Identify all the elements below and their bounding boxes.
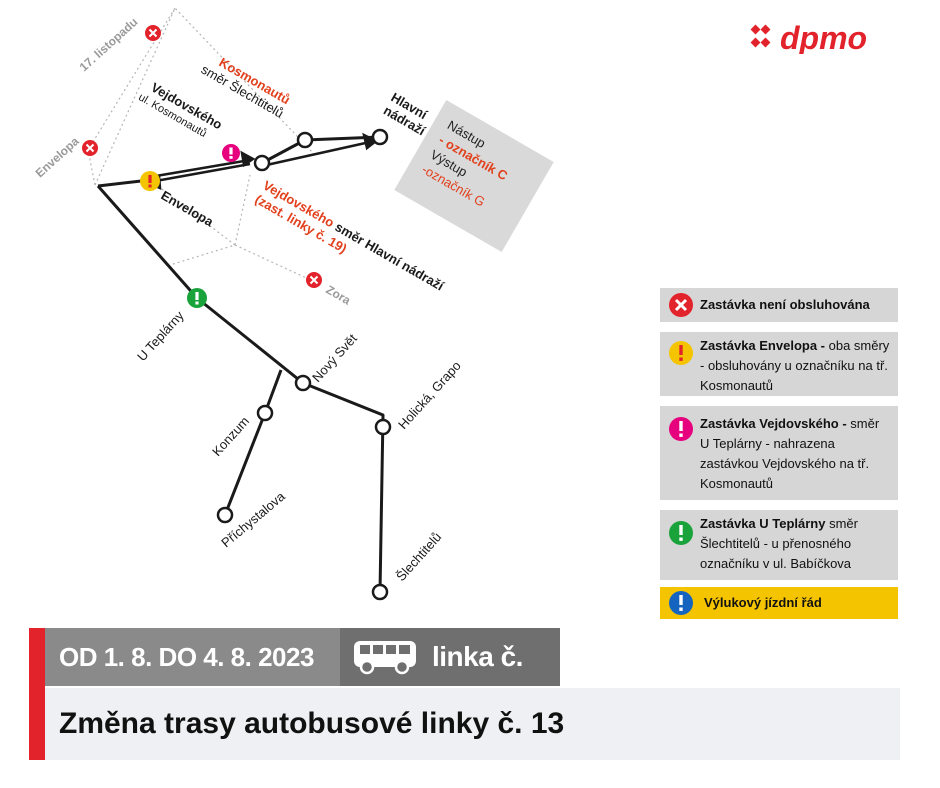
legend-cancelled-text: Zastávka není obsluhována bbox=[700, 297, 870, 312]
exclamation-yellow-icon bbox=[669, 341, 693, 365]
stop-circles bbox=[216, 128, 392, 601]
route-map: Nástup - označník C Výstup -označník G H… bbox=[33, 6, 554, 601]
stop-prichystalova bbox=[216, 506, 234, 524]
legend-envelopa: Zastávka Envelopa - oba směry - obsluhov… bbox=[660, 332, 898, 396]
stop-konzum bbox=[256, 404, 274, 422]
svg-text:Nový Svět: Nový Svět bbox=[309, 331, 360, 385]
svg-text:Šlechtitelů: Šlechtitelů bbox=[393, 529, 444, 584]
stop-novy-svet bbox=[294, 374, 312, 392]
svg-text:Konzum: Konzum bbox=[209, 414, 252, 459]
cancel-icons bbox=[82, 25, 322, 288]
exclamation-magenta-icon bbox=[222, 144, 240, 162]
cancel-icon bbox=[82, 140, 98, 156]
stop-vejdovskeho bbox=[253, 154, 271, 172]
label-zora: Zora bbox=[324, 282, 354, 307]
label-envelopa-grey: Envelopa bbox=[33, 134, 82, 180]
exclamation-yellow-icon bbox=[140, 171, 160, 191]
cancel-icon bbox=[306, 272, 322, 288]
legend-teplarny: Zastávka U Teplárny směr Šlechtitelů - u… bbox=[660, 510, 898, 580]
label-hlavni-nadrazi: Hlavní nádraží bbox=[381, 90, 430, 139]
original-route-dotted bbox=[87, 6, 316, 283]
svg-text:Envelopa: Envelopa bbox=[33, 134, 82, 180]
label-slechtitelu: Šlechtitelů bbox=[393, 529, 444, 584]
cancel-icon bbox=[669, 293, 693, 317]
label-novy-svet: Nový Svět bbox=[309, 331, 360, 385]
label-u-teplarny: U Teplárny bbox=[134, 308, 187, 364]
exclamation-green-icon bbox=[669, 521, 693, 545]
label-envelopa: Envelopa bbox=[159, 188, 217, 230]
svg-text:Zora: Zora bbox=[324, 282, 354, 307]
svg-text:17. listopadu: 17. listopadu bbox=[77, 15, 141, 74]
svg-text:Holická, Grapo: Holická, Grapo bbox=[395, 358, 464, 432]
page-title: Změna trasy autobusové linky č. 13 bbox=[45, 688, 900, 760]
legend-teplarny-text: Zastávka U Teplárny směr Šlechtitelů - u… bbox=[700, 516, 858, 571]
legend-vylukovy-text: Výlukový jízdní řád bbox=[704, 595, 822, 610]
logo-text: dpmo bbox=[780, 22, 867, 54]
svg-text:Envelopa: Envelopa bbox=[159, 188, 217, 230]
bus-icon bbox=[354, 641, 416, 675]
dpmo-logo: dpmo bbox=[750, 22, 867, 54]
footer-accent-bar bbox=[29, 628, 45, 760]
legend-envelopa-text: Zastávka Envelopa - oba směry - obsluhov… bbox=[700, 338, 890, 393]
info-blue-icon bbox=[669, 591, 693, 615]
svg-text:U Teplárny: U Teplárny bbox=[134, 308, 187, 364]
cancel-icon bbox=[145, 25, 161, 41]
legend-vejdovskeho: Zastávka Vejdovského - směr U Teplárny -… bbox=[660, 406, 898, 500]
exclamation-green-icon bbox=[187, 288, 207, 308]
exclamation-magenta-icon bbox=[669, 417, 693, 441]
label-konzum: Konzum bbox=[209, 414, 252, 459]
stop-slechtitelu bbox=[371, 583, 389, 601]
legend-vylukovy: Výlukový jízdní řád bbox=[660, 587, 898, 619]
stop-hlavni-nadrazi bbox=[371, 128, 389, 146]
label-holicka: Holická, Grapo bbox=[395, 358, 464, 432]
label-17-listopadu: 17. listopadu bbox=[77, 15, 141, 74]
label-kosmonautu: Kosmonautů směr Šlechtitelů bbox=[199, 55, 293, 121]
stop-holicka bbox=[374, 418, 392, 436]
direction-arrows bbox=[145, 132, 379, 190]
label-vejdovskeho-kosmonautu: Vejdovského ul. Kosmonautů bbox=[136, 80, 225, 140]
platform-note: Nástup - označník C Výstup -označník G bbox=[394, 99, 554, 253]
line-badge: linka č. 13 bbox=[340, 628, 560, 730]
legend-vejdovskeho-text: Zastávka Vejdovského - směr U Teplárny -… bbox=[700, 416, 880, 491]
legend-cancelled: Zastávka není obsluhována bbox=[660, 288, 898, 322]
stop-kosmonautu bbox=[296, 131, 314, 149]
date-range: OD 1. 8. DO 4. 8. 2023 bbox=[45, 628, 340, 686]
